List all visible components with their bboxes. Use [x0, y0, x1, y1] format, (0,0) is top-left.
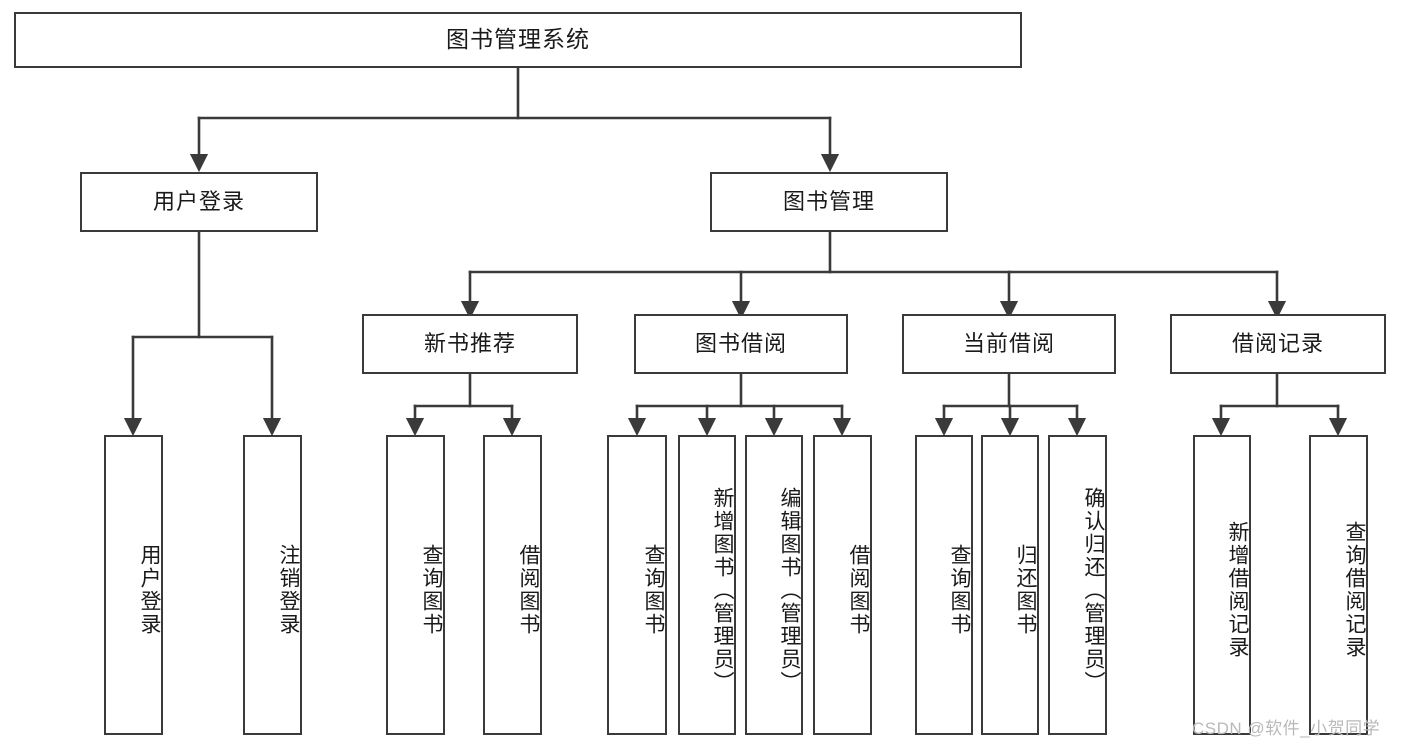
node-borrow-record[interactable]: 借阅记录 — [1170, 314, 1386, 374]
leaf-label: 借阅图书 — [517, 544, 540, 636]
leaf-book-borrow-0[interactable]: 查询图书 — [607, 435, 667, 735]
node-new-book-recommend[interactable]: 新书推荐 — [362, 314, 578, 374]
leaf-new-book-recommend-1[interactable]: 借阅图书 — [483, 435, 542, 735]
leaf-label: 查询图书 — [642, 544, 665, 636]
leaf-label: 查询图书 — [948, 544, 971, 636]
node-book-borrow[interactable]: 图书借阅 — [634, 314, 848, 374]
leaf-current-borrow-0[interactable]: 查询图书 — [915, 435, 973, 735]
node-root[interactable]: 图书管理系统 — [14, 12, 1022, 68]
leaf-label: 借阅图书 — [847, 544, 870, 636]
node-borrow-record-label: 借阅记录 — [1231, 330, 1324, 356]
node-current-borrow[interactable]: 当前借阅 — [902, 314, 1116, 374]
node-new-book-recommend-label: 新书推荐 — [423, 330, 516, 356]
node-user-login[interactable]: 用户登录 — [80, 172, 318, 232]
leaf-current-borrow-2[interactable]: 确认归还（管理员） — [1048, 435, 1107, 735]
node-root-label: 图书管理系统 — [446, 26, 590, 53]
leaf-label: 注销登录 — [277, 544, 300, 636]
leaf-current-borrow-1[interactable]: 归还图书 — [981, 435, 1039, 735]
node-book-manage[interactable]: 图书管理 — [710, 172, 948, 232]
leaf-label: 用户登录 — [138, 544, 161, 636]
leaf-book-borrow-1[interactable]: 新增图书（管理员） — [678, 435, 736, 735]
leaf-label: 归还图书 — [1014, 544, 1037, 636]
leaf-user-login-1[interactable]: 注销登录 — [243, 435, 302, 735]
leaf-label: 查询图书 — [420, 544, 443, 636]
leaf-book-borrow-3[interactable]: 借阅图书 — [813, 435, 872, 735]
leaf-book-borrow-2[interactable]: 编辑图书（管理员） — [745, 435, 803, 735]
leaf-label: 查询借阅记录 — [1343, 521, 1366, 659]
node-current-borrow-label: 当前借阅 — [962, 330, 1055, 356]
leaf-label: 确认归还（管理员） — [1082, 486, 1105, 694]
leaf-label: 编辑图书（管理员） — [778, 486, 801, 694]
leaf-borrow-record-0[interactable]: 新增借阅记录 — [1193, 435, 1251, 735]
leaf-borrow-record-1[interactable]: 查询借阅记录 — [1309, 435, 1368, 735]
leaf-user-login-0[interactable]: 用户登录 — [104, 435, 163, 735]
node-book-manage-label: 图书管理 — [782, 188, 875, 214]
leaf-new-book-recommend-0[interactable]: 查询图书 — [386, 435, 445, 735]
leaf-label: 新增图书（管理员） — [711, 486, 734, 694]
node-book-borrow-label: 图书借阅 — [694, 330, 787, 356]
node-user-login-label: 用户登录 — [152, 188, 245, 214]
leaf-label: 新增借阅记录 — [1226, 521, 1249, 659]
